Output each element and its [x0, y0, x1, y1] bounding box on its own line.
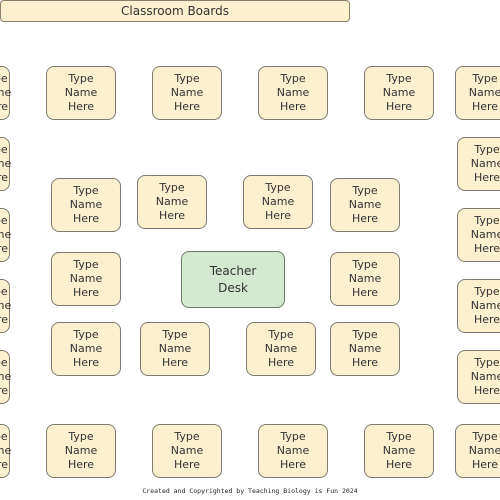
student-seat[interactable]: Type Name Here — [457, 279, 500, 333]
seat-name-placeholder: Type Name Here — [276, 429, 310, 472]
student-seat[interactable]: Type Name Here — [51, 178, 121, 232]
seat-name-placeholder: Type Name Here — [264, 327, 298, 370]
classroom-boards-text: Classroom Boards — [121, 4, 229, 18]
student-seat[interactable]: Type Name Here — [457, 137, 500, 191]
student-seat[interactable]: Type Name Here — [140, 322, 210, 376]
student-seat[interactable]: Type Name Here — [0, 350, 12, 404]
seat-name-placeholder: Type Name Here — [0, 142, 12, 185]
seat-name-placeholder: Type Name Here — [170, 429, 204, 472]
student-seat[interactable]: Type Name Here — [457, 350, 500, 404]
seat-name-placeholder: Type Name Here — [276, 71, 310, 114]
student-seat[interactable]: Type Name Here — [364, 66, 434, 120]
student-seat[interactable]: Type Name Here — [455, 66, 500, 120]
student-seat[interactable]: Type Name Here — [152, 424, 222, 478]
student-seat[interactable]: Type Name Here — [330, 252, 400, 306]
student-seat[interactable]: Type Name Here — [137, 175, 207, 229]
seat-name-placeholder: Type Name Here — [69, 327, 103, 370]
seat-name-placeholder: Type Name Here — [170, 71, 204, 114]
seat-name-placeholder: Type Name Here — [470, 355, 500, 398]
student-seat[interactable]: Type Name Here — [258, 66, 328, 120]
student-seat[interactable]: Type Name Here — [243, 175, 313, 229]
seat-name-placeholder: Type Name Here — [0, 71, 12, 114]
student-seat[interactable]: Type Name Here — [246, 322, 316, 376]
seat-name-placeholder: Type Name Here — [69, 183, 103, 226]
copyright-footer: Created and Copyrighted by Teaching Biol… — [0, 487, 500, 495]
student-seat[interactable]: Type Name Here — [0, 66, 12, 120]
seat-name-placeholder: Type Name Here — [0, 284, 12, 327]
seat-name-placeholder: Type Name Here — [0, 355, 12, 398]
student-seat[interactable]: Type Name Here — [0, 424, 12, 478]
seat-name-placeholder: Type Name Here — [155, 180, 189, 223]
student-seat[interactable]: Type Name Here — [0, 279, 12, 333]
copyright-text: Created and Copyrighted by Teaching Biol… — [142, 487, 358, 495]
seat-name-placeholder: Type Name Here — [69, 257, 103, 300]
seat-name-placeholder: Type Name Here — [468, 71, 500, 114]
student-seat[interactable]: Type Name Here — [51, 322, 121, 376]
student-seat[interactable]: Type Name Here — [455, 424, 500, 478]
student-seat[interactable]: Type Name Here — [457, 208, 500, 262]
seat-name-placeholder: Type Name Here — [382, 71, 416, 114]
seat-name-placeholder: Type Name Here — [382, 429, 416, 472]
student-seat[interactable]: Type Name Here — [46, 424, 116, 478]
seat-name-placeholder: Type Name Here — [348, 257, 382, 300]
seat-name-placeholder: Type Name Here — [64, 429, 98, 472]
seat-name-placeholder: Type Name Here — [64, 71, 98, 114]
seat-name-placeholder: Type Name Here — [261, 180, 295, 223]
student-seat[interactable]: Type Name Here — [0, 208, 12, 262]
seat-name-placeholder: Type Name Here — [348, 183, 382, 226]
student-seat[interactable]: Type Name Here — [330, 322, 400, 376]
teacher-desk-label: Teacher Desk — [209, 264, 257, 295]
student-seat[interactable]: Type Name Here — [364, 424, 434, 478]
seat-name-placeholder: Type Name Here — [470, 142, 500, 185]
seat-name-placeholder: Type Name Here — [158, 327, 192, 370]
student-seat[interactable]: Type Name Here — [51, 252, 121, 306]
classroom-boards-label: Classroom Boards — [0, 0, 350, 22]
seat-name-placeholder: Type Name Here — [0, 429, 12, 472]
seat-name-placeholder: Type Name Here — [470, 213, 500, 256]
seat-name-placeholder: Type Name Here — [348, 327, 382, 370]
student-seat[interactable]: Type Name Here — [258, 424, 328, 478]
seat-name-placeholder: Type Name Here — [468, 429, 500, 472]
student-seat[interactable]: Type Name Here — [152, 66, 222, 120]
student-seat[interactable]: Type Name Here — [330, 178, 400, 232]
teacher-desk[interactable]: Teacher Desk — [181, 251, 285, 308]
seat-name-placeholder: Type Name Here — [0, 213, 12, 256]
seat-name-placeholder: Type Name Here — [470, 284, 500, 327]
student-seat[interactable]: Type Name Here — [46, 66, 116, 120]
student-seat[interactable]: Type Name Here — [0, 137, 12, 191]
